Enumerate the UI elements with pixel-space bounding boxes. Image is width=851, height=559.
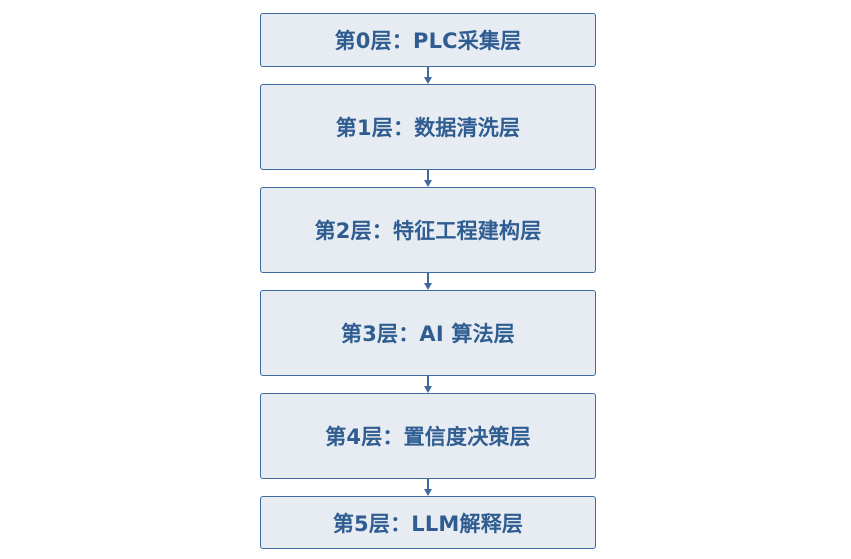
layer-2-label: 第2层：特征工程建构层 xyxy=(314,219,542,243)
arrow-layer4-to-layer5 xyxy=(423,479,432,496)
layer-4-box: 第4层：置信度决策层 xyxy=(260,393,596,479)
arrow-layer0-to-layer1 xyxy=(423,67,432,84)
layer-5-box: 第5层：LLM解释层 xyxy=(260,496,596,549)
arrow-head-icon xyxy=(423,283,432,290)
arrow-head-icon xyxy=(423,386,432,393)
arrow-shaft xyxy=(427,479,429,489)
layer-0-label: 第0层：PLC采集层 xyxy=(334,29,522,53)
arrow-layer2-to-layer3 xyxy=(423,273,432,290)
arrow-head-icon xyxy=(423,77,432,84)
arrow-layer3-to-layer4 xyxy=(423,376,432,393)
layer-1-box: 第1层：数据清洗层 xyxy=(260,84,596,170)
layer-3-box: 第3层：AI 算法层 xyxy=(260,290,596,376)
arrow-shaft xyxy=(427,67,429,77)
layer-2-box: 第2层：特征工程建构层 xyxy=(260,187,596,273)
arrow-layer1-to-layer2 xyxy=(423,170,432,187)
arrow-shaft xyxy=(427,376,429,386)
layer-4-label: 第4层：置信度决策层 xyxy=(325,425,531,449)
layer-5-label: 第5层：LLM解释层 xyxy=(332,511,524,536)
layer-3-label: 第3层：AI 算法层 xyxy=(341,322,515,346)
arrow-shaft xyxy=(427,273,429,283)
arrow-shaft xyxy=(427,170,429,180)
arrow-head-icon xyxy=(423,489,432,496)
layer-0-box: 第0层：PLC采集层 xyxy=(260,13,596,67)
layer-1-label: 第1层：数据清洗层 xyxy=(335,116,521,140)
arrow-head-icon xyxy=(423,180,432,187)
